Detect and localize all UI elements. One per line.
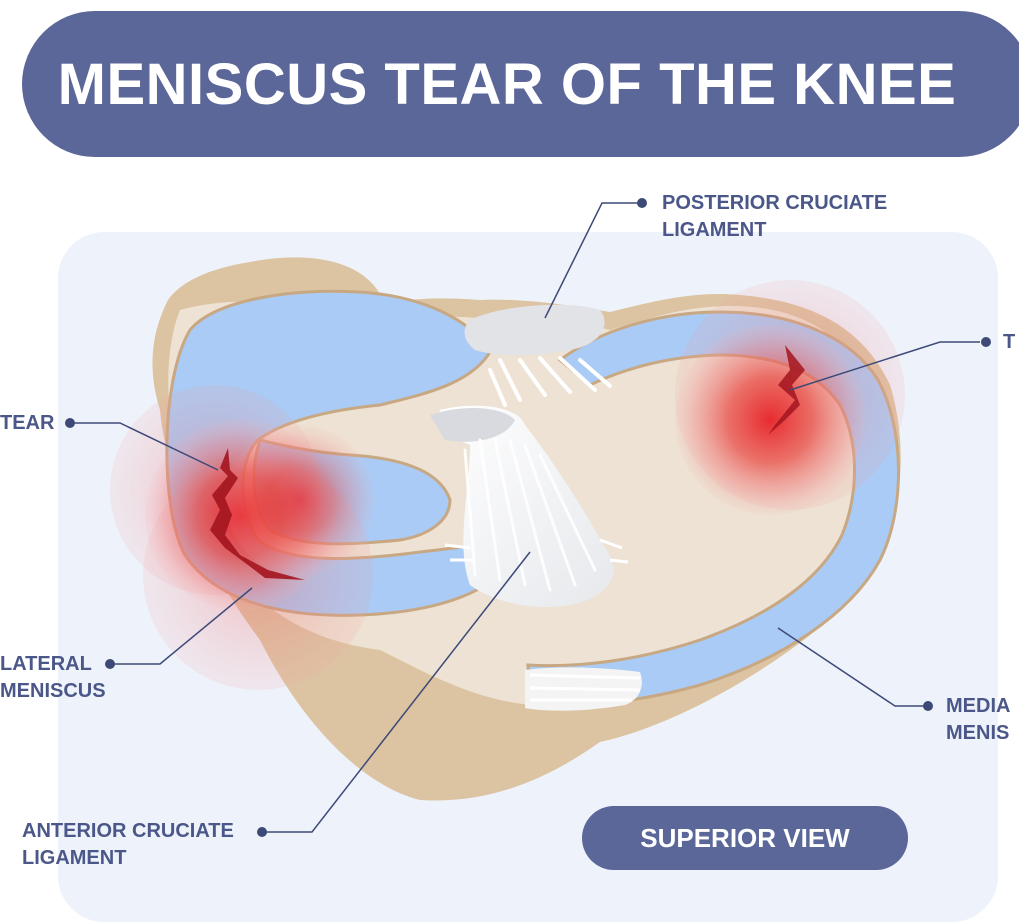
label-posterior-cruciate-ligament: POSTERIOR CRUCIATE LIGAMENT	[662, 190, 887, 244]
medial-meniscus-label-line2: MENIS	[946, 720, 1010, 747]
label-medial-meniscus: MEDIA MENIS	[946, 693, 1010, 747]
lateral-meniscus-label-line1: LATERAL	[0, 651, 106, 678]
medial-meniscus-label-line1: MEDIA	[946, 693, 1010, 720]
anterior-horn-fibers	[525, 667, 642, 710]
lateral-meniscus-leader-dot	[105, 659, 115, 669]
label-lateral-tear: TEAR	[0, 410, 54, 437]
superior-view-badge: SUPERIOR VIEW	[582, 806, 908, 870]
lateral-tear-leader-dot	[65, 418, 75, 428]
label-lateral-meniscus: LATERAL MENISCUS	[0, 651, 106, 705]
lateral-tear-label: TEAR	[0, 410, 54, 437]
pcl-label-line2: LIGAMENT	[662, 217, 887, 244]
lateral-meniscus-label-line2: MENISCUS	[0, 678, 106, 705]
medial-meniscus-leader-dot	[923, 701, 933, 711]
medial-tear-label: T	[1003, 329, 1015, 356]
acl-label-line2: LIGAMENT	[22, 845, 234, 872]
label-medial-tear: T	[1003, 329, 1015, 356]
medial-tear-leader-dot	[981, 337, 991, 347]
acl-label-line1: ANTERIOR CRUCIATE	[22, 818, 234, 845]
label-anterior-cruciate-ligament: ANTERIOR CRUCIATE LIGAMENT	[22, 818, 234, 872]
pcl-leader-dot	[637, 198, 647, 208]
acl-leader-dot	[257, 827, 267, 837]
pcl-label-line1: POSTERIOR CRUCIATE	[662, 190, 887, 217]
